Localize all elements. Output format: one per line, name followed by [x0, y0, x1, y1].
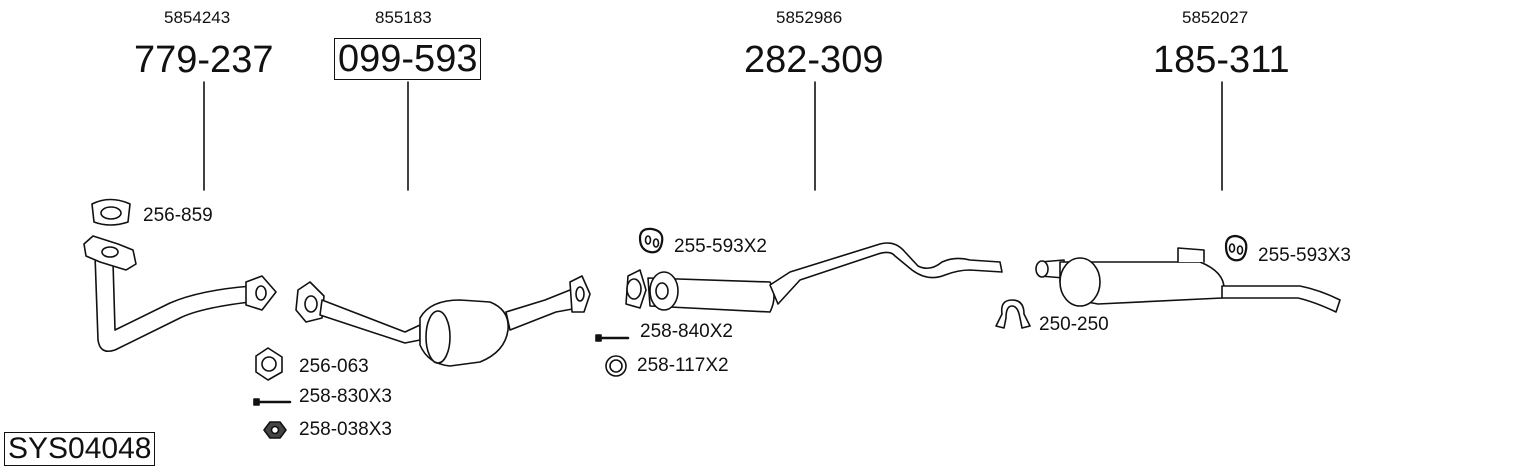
- label-spring[interactable]: 258-117X2: [637, 355, 729, 376]
- catalytic-converter-drawing: [295, 275, 591, 367]
- part-number-3[interactable]: 282-309: [744, 39, 884, 81]
- clamp-icon: [995, 299, 1031, 329]
- part-number-2[interactable]: 099-593: [334, 38, 482, 80]
- rubber-mount-rear-icon: [1224, 234, 1248, 262]
- nut-icon: [263, 421, 287, 439]
- rear-silencer-drawing: [1035, 247, 1341, 313]
- label-rubber-mount-rear[interactable]: 255-593X3: [1258, 245, 1351, 266]
- oem-number-4: 5852027: [1182, 8, 1249, 27]
- front-pipe-drawing: [83, 235, 277, 353]
- middle-silencer-drawing: [625, 242, 1003, 313]
- oem-number-2: 855183: [375, 8, 432, 27]
- label-rubber-mount-mid[interactable]: 255-593X2: [674, 236, 767, 257]
- bolt-b-icon: [595, 334, 630, 342]
- label-bolt-b[interactable]: 258-840X2: [640, 321, 733, 342]
- part-number-4[interactable]: 185-311: [1153, 39, 1290, 81]
- label-gasket-flange[interactable]: 256-063: [299, 356, 369, 377]
- rubber-mount-mid-icon: [638, 227, 664, 254]
- label-clamp[interactable]: 250-250: [1039, 314, 1109, 335]
- oem-number-1: 5854243: [164, 8, 231, 27]
- oem-number-3: 5852986: [776, 8, 843, 27]
- gasket-flange-icon: [255, 347, 283, 381]
- bolt-a-icon: [253, 398, 292, 406]
- diagram-id: SYS04048: [4, 432, 156, 466]
- spring-icon: [605, 355, 627, 377]
- part-number-1[interactable]: 779-237: [134, 39, 274, 81]
- label-nut[interactable]: 258-038X3: [299, 419, 392, 440]
- label-gasket-ring[interactable]: 256-859: [143, 205, 213, 226]
- label-bolt-a[interactable]: 258-830X3: [299, 386, 392, 407]
- gasket-ring-icon: [91, 198, 131, 226]
